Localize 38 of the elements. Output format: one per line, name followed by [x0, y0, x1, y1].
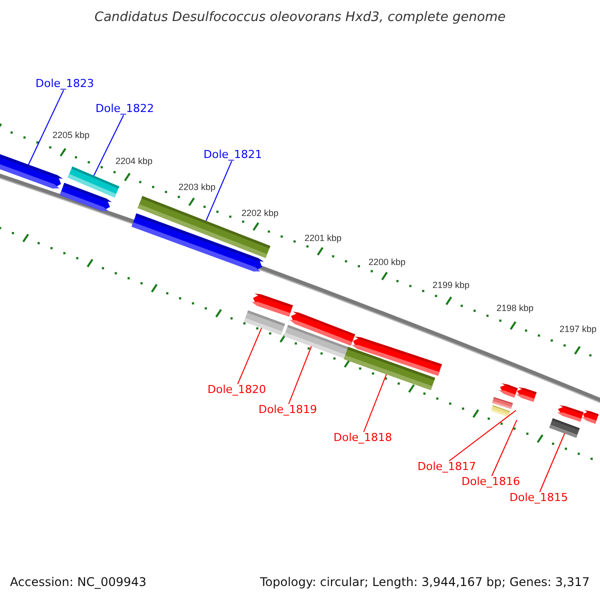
leader-line: [363, 374, 387, 432]
scale-label: 2203 kbp: [178, 183, 216, 193]
gene-shape: [60, 182, 112, 212]
leader-line: [491, 419, 518, 476]
leader-line: [28, 90, 64, 166]
gene-label: Dole_1819: [258, 404, 318, 416]
gene-shape: [582, 410, 599, 424]
gene-shape: [516, 387, 537, 402]
gene-shape: [491, 405, 510, 417]
scale-label: 2205 kbp: [52, 131, 90, 141]
accession-text: Accession: NC_009943: [10, 576, 146, 589]
gene-label: Dole_1823: [36, 78, 94, 90]
scale-label: 2200 kbp: [368, 258, 406, 268]
gene-shape: [252, 293, 293, 317]
leader-line: [448, 410, 516, 462]
gene-shape: [352, 336, 442, 376]
gene-label: Dole_1816: [462, 476, 520, 488]
title: Candidatus Desulfococcus oleovorans Hxd3, complete genome: [94, 11, 506, 26]
scale-label: 2201 kbp: [304, 234, 342, 244]
gene-shape: [290, 312, 356, 346]
gene-label: Dole_1818: [334, 432, 392, 444]
genome-info-text: Topology: circular; Length: 3,944,167 bp; Genes: 3,317: [260, 576, 590, 589]
gene-label: Dole_1817: [418, 461, 476, 474]
leader-line: [237, 328, 262, 384]
scale-label: 2197 kbp: [560, 325, 597, 335]
gene-shape: [549, 418, 580, 438]
leader-line: [288, 346, 312, 404]
scale-label: 2202 kbp: [242, 209, 279, 219]
scale-label: 2204 kbp: [116, 157, 153, 167]
gene-label: Dole_1820: [208, 384, 266, 396]
leader-line: [206, 160, 232, 222]
gene-label: Dole_1822: [96, 103, 154, 116]
scale-label: 2199 kbp: [432, 281, 470, 291]
gene-shape: [244, 310, 286, 336]
gene-label: Dole_1815: [510, 492, 568, 504]
gene-shape: [498, 383, 518, 398]
gene-label: Dole_1821: [204, 149, 262, 162]
scale-label: 2198 kbp: [496, 304, 534, 314]
